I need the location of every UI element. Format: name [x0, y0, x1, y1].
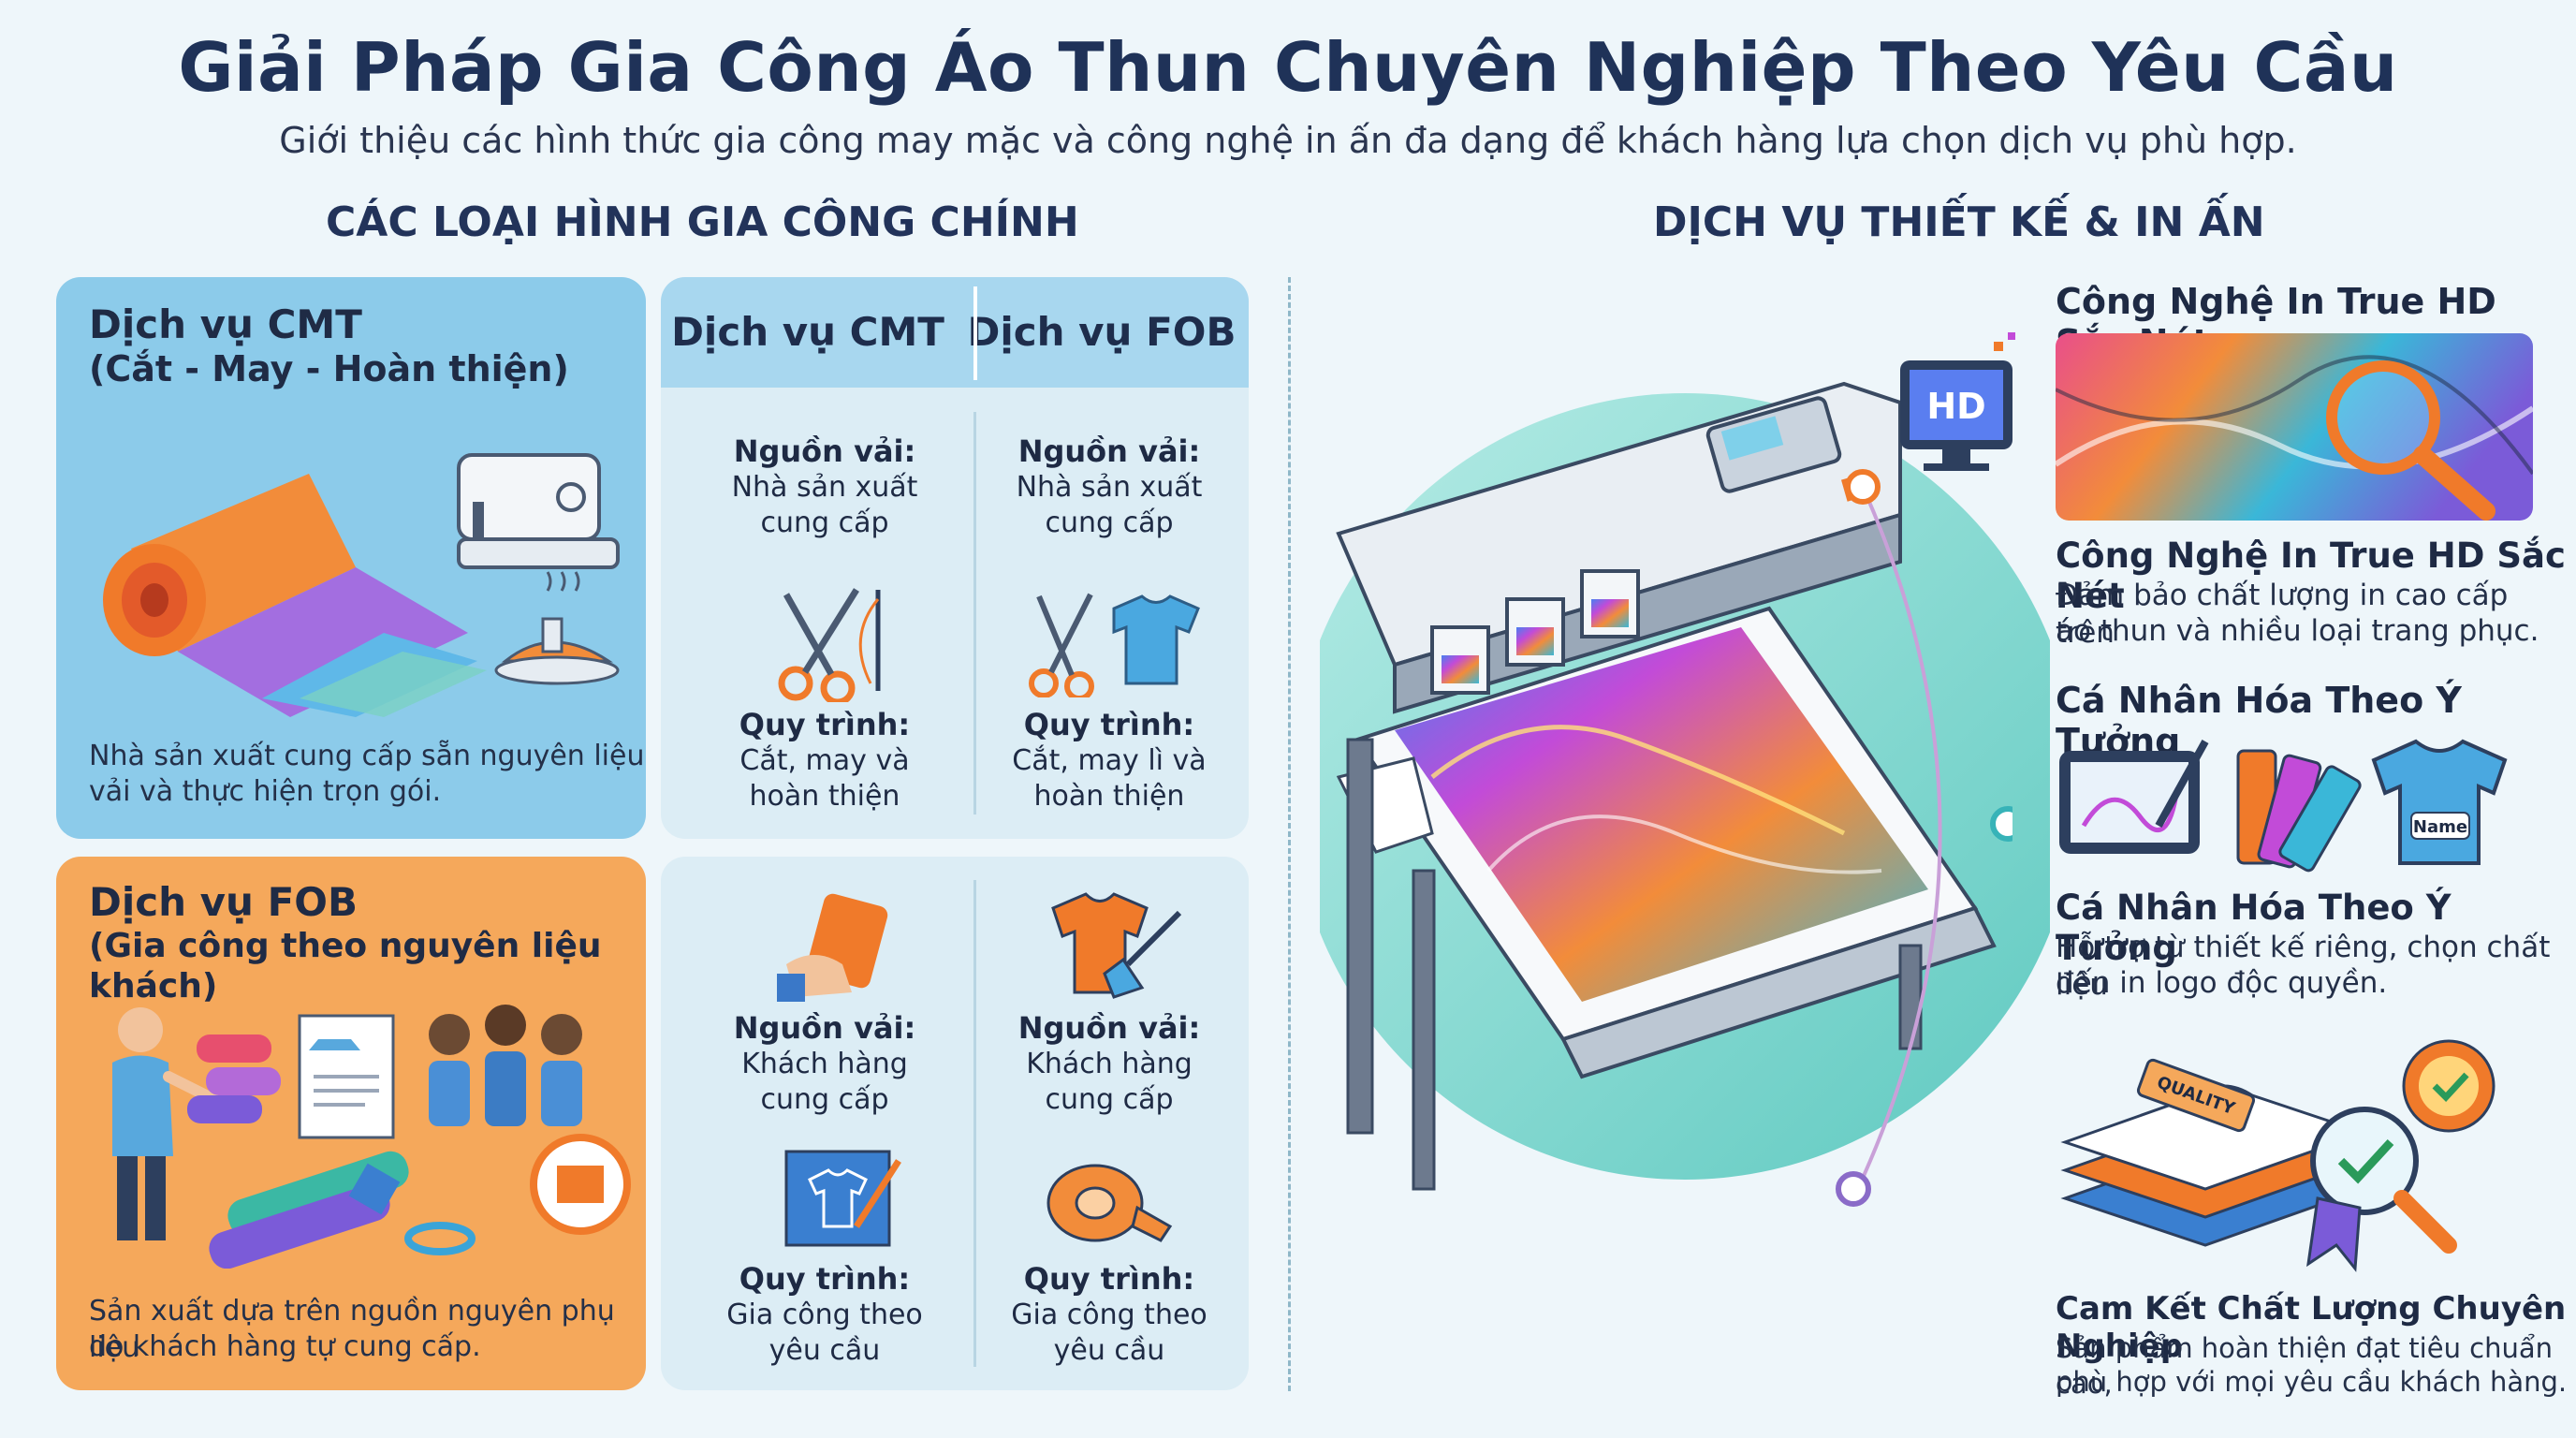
sewing-machine-icon	[457, 453, 620, 569]
personalization-icons: Name	[2059, 739, 2508, 873]
name-badge-label: Name	[2413, 817, 2467, 837]
table-cell: Nguồn vải: Khách hàng cung cấp	[1017, 1010, 1201, 1116]
magnifier-icon	[2326, 360, 2496, 521]
steam-press-icon	[494, 571, 620, 685]
cmt-card-desc-1: Nhà sản xuất cung cấp sẵn nguyên liệu	[89, 740, 645, 772]
workers-group-icon	[429, 1005, 582, 1126]
fob-card-title: Dịch vụ FOB	[89, 879, 358, 925]
compare-table-header	[661, 277, 1249, 388]
printer-icon	[1336, 381, 1997, 1191]
measuring-tape-roll-icon	[1046, 1164, 1173, 1242]
fob-card: Dịch vụ FOB (Gia công theo nguyên liệu k…	[56, 857, 646, 1390]
column-header-cmt: Dịch vụ CMT	[671, 309, 944, 355]
table-cell: Quy trình: Cắt, may và hoàn thiện	[739, 707, 911, 813]
cmt-card-title: Dịch vụ CMT	[89, 301, 362, 347]
tshirt-brush-icon	[1051, 892, 1182, 999]
feature-4-desc-1: Hỗ trợ từ thiết kế riêng, chọn chất liệu	[2056, 931, 2551, 1003]
fob-process-illustration	[112, 1005, 631, 1269]
measuring-tape-icon	[404, 1222, 476, 1255]
fob-card-desc-2: do khách hàng tự cung cấp.	[89, 1330, 481, 1363]
timeline-connector	[1836, 469, 2012, 1207]
section-divider	[1288, 277, 1291, 1391]
table-divider-bottom	[973, 880, 976, 1367]
document-icon	[298, 1014, 395, 1139]
hd-badge-label: HD	[1926, 386, 1985, 427]
colored-rolls-icon	[209, 1151, 409, 1269]
feature-5-desc-2: phù hợp với mọi yêu cầu khách hàng.	[2056, 1366, 2568, 1398]
cmt-card-subtitle: (Cắt - May - Hoàn thiện)	[89, 348, 569, 389]
feature-4-desc-2: đến in logo độc quyền.	[2056, 966, 2388, 1000]
timeline-node-3	[1836, 1171, 1871, 1207]
table-cell: Nguồn vải: Nhà sản xuất cung cấp	[731, 433, 918, 539]
feature-4-title: Cá Nhân Hóa Theo Ý Tưởng	[2056, 888, 2452, 968]
table-divider-top	[973, 412, 976, 814]
timeline-node-2	[1990, 806, 2012, 842]
fob-card-subtitle: (Gia công theo nguyên liệu khách)	[89, 927, 602, 1006]
fabric-roll-sewing-illustration	[103, 453, 620, 717]
hd-monitor-icon: HD	[1900, 332, 2015, 471]
true-hd-print-image	[2056, 333, 2533, 521]
fob-card-desc-1: Sản xuất dựa trên nguồn nguyên phụ liệu	[89, 1295, 615, 1364]
feature-2-desc-1: Đảm bảo chất lượng in cao cấp trên	[2056, 579, 2509, 651]
fabric-rolls-icon	[187, 1034, 281, 1123]
table-cell: Quy trình: Gia công theo yêu cầu	[726, 1261, 923, 1367]
color-swatch-icon	[2236, 749, 2362, 873]
drawing-tablet-icon	[2059, 740, 2209, 854]
scissors-tshirt-icon	[1029, 593, 1200, 697]
right-section-heading: DỊCH VỤ THIẾT KẾ & IN ẤN	[1653, 198, 2265, 246]
hand-fabric-icon	[777, 893, 888, 1002]
dtg-printer-illustration	[1320, 381, 2050, 1191]
magnifier-check-icon	[2306, 1107, 2457, 1272]
left-section-heading: CÁC LOẠI HÌNH GIA CÔNG CHÍNH	[326, 198, 1079, 246]
table-cell: Quy trình: Gia công theo yêu cầu	[1011, 1261, 1208, 1367]
cmt-card-desc-2: vải và thực hiện trọn gói.	[89, 775, 442, 808]
blueprint-pattern-icon	[784, 1150, 901, 1247]
header-divider	[973, 286, 977, 380]
table-cell: Quy trình: Cắt, may lì và hoàn thiện	[1012, 707, 1207, 813]
cmt-card: Dịch vụ CMT (Cắt - May - Hoàn thiện) Nhà	[56, 277, 646, 839]
page-subtitle: Giới thiệu các hình thức gia công may mặ…	[279, 120, 2297, 161]
quality-assurance-illustration: QUALITY	[2060, 1039, 2496, 1272]
timeline-node-1	[1845, 469, 1881, 505]
name-tshirt-icon: Name	[2371, 739, 2508, 865]
quality-seal-icon	[2402, 1039, 2496, 1133]
feature-2-desc-2: áo thun và nhiều loại trang phục.	[2056, 614, 2539, 648]
customer-material-badge-icon	[530, 1134, 631, 1235]
table-cell: Nguồn vải: Nhà sản xuất cung cấp	[1016, 433, 1203, 539]
scissors-needle-icon	[778, 588, 881, 702]
feature-5-desc-1: Sản phẩm hoàn thiện đạt tiêu chuẩn cao,	[2056, 1332, 2554, 1400]
feature-2-title: Công Nghệ In True HD Sắc Nét	[2056, 536, 2566, 616]
column-header-fob: Dịch vụ FOB	[967, 309, 1237, 355]
fabric-roll-icon	[103, 474, 487, 717]
table-cell: Nguồn vải: Khách hàng cung cấp	[733, 1010, 916, 1116]
feature-5-title: Cam Kết Chất Lượng Chuyên Nghiệp	[2056, 1290, 2567, 1365]
presenter-person-icon	[112, 1007, 221, 1240]
compare-table-bottom	[661, 857, 1249, 1390]
page-title: Giải Pháp Gia Công Áo Thun Chuyên Nghiệp…	[178, 28, 2398, 107]
